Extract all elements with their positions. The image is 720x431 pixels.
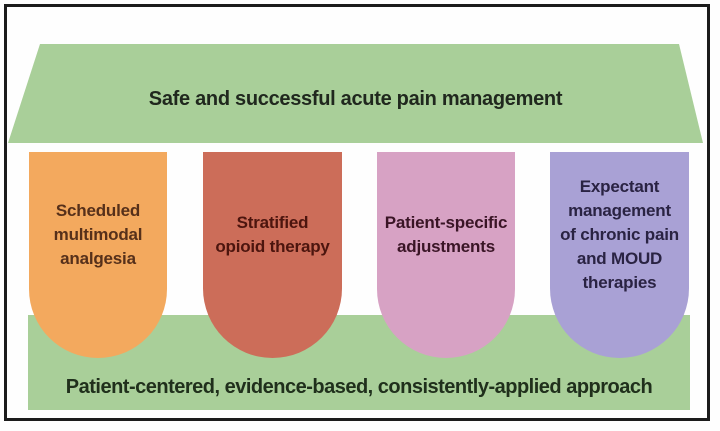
pillar-stratified-opioid-therapy: Stratified opioid therapy [203, 152, 342, 358]
roof-banner: Safe and successful acute pain managemen… [8, 44, 703, 143]
foundation-label: Patient-centered, evidence-based, consis… [65, 376, 653, 398]
pillar-label: Patient-specific adjustments [384, 213, 508, 256]
pillar-label: Stratified opioid therapy [215, 213, 330, 256]
pillar-patient-specific-adjustments: Patient-specific adjustments [377, 152, 515, 358]
pillar-scheduled-multimodal-analgesia: Scheduled multimodal analgesia [29, 152, 167, 358]
pillar-label: Scheduled multimodal analgesia [53, 201, 143, 268]
diagram-title: Safe and successful acute pain managemen… [148, 88, 563, 110]
pillar-label: Expectant management of chronic pain and… [560, 177, 679, 292]
pillar-expectant-management-moud: Expectant management of chronic pain and… [550, 152, 689, 358]
